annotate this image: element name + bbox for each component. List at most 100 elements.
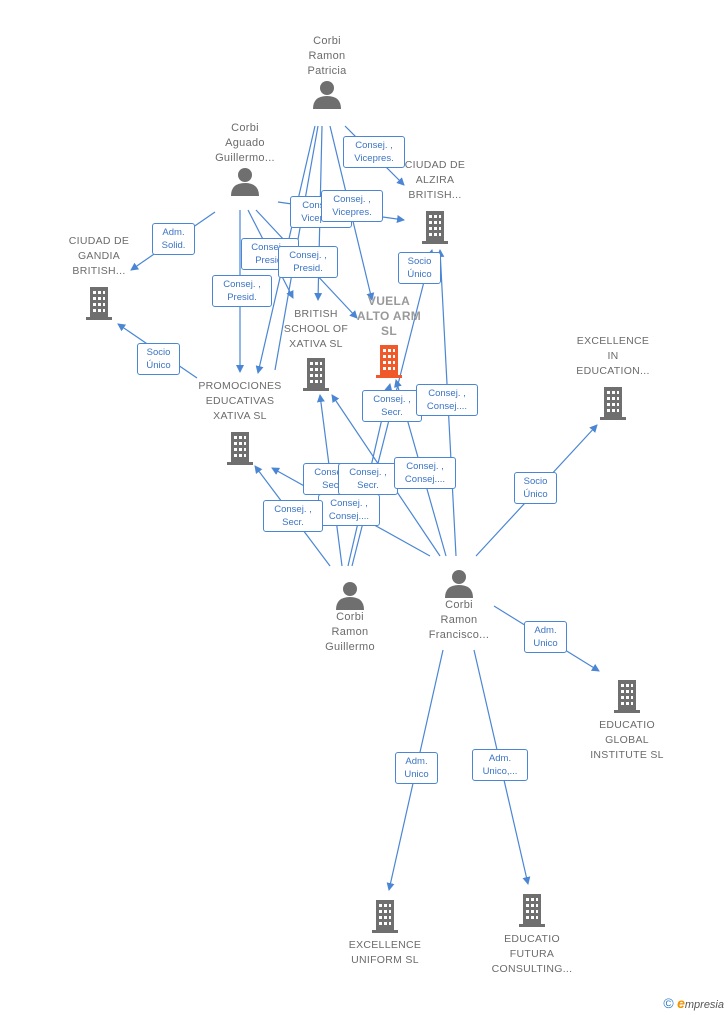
badge-line: Presid.: [293, 263, 323, 274]
badge-line: Consej. ,: [406, 461, 444, 472]
node-label: CIUDAD DE: [404, 159, 466, 171]
node-label: ALTO ARM: [356, 309, 422, 323]
badge-line: Consej. ,: [355, 140, 393, 151]
badge-line: Vicepres.: [354, 153, 394, 164]
node-label: Patricia: [307, 65, 347, 77]
node-corbi-ramon-guillermo[interactable]: Corbi Ramon Guillermo: [295, 580, 405, 655]
relation-badge[interactable]: Adm. Unico,...: [472, 749, 528, 781]
building-icon: [422, 211, 448, 244]
relation-badge[interactable]: Consej. ,Consej....: [416, 384, 478, 416]
node-label: GANDIA: [77, 250, 121, 262]
badge-line: Presid.: [255, 255, 285, 266]
badge-line: Adm.: [488, 753, 512, 764]
badge-line: Presid.: [227, 292, 257, 303]
node-label: CIUDAD DE: [68, 235, 130, 247]
node-label: EXCELLENCE: [348, 939, 422, 951]
relation-badge[interactable]: Adm.Unico: [395, 752, 438, 784]
node-excellence-uniform[interactable]: EXCELLENCE UNIFORM SL: [330, 898, 440, 968]
node-excellence-in-education[interactable]: EXCELLENCE IN EDUCATION...: [558, 334, 668, 421]
relation-badge[interactable]: Consej. ,Presid.: [212, 275, 272, 307]
node-label: Ramon: [308, 50, 346, 62]
node-label: INSTITUTE SL: [590, 749, 664, 761]
badge-line: Adm.: [162, 227, 185, 238]
node-corbi-aguado-guillermo[interactable]: Corbi Aguado Guillermo...: [190, 121, 300, 196]
badge-line: Secr.: [282, 517, 304, 528]
person-icon: [313, 81, 341, 109]
node-label: UNIFORM SL: [351, 954, 419, 966]
badge-line: Vicepres.: [332, 207, 372, 218]
badge-line: Socio: [407, 256, 432, 267]
node-ciudad-de-alzira[interactable]: CIUDAD DE ALZIRA BRITISH...: [380, 158, 490, 245]
relation-badge[interactable]: Consej. , Secr.: [263, 500, 323, 532]
badge-line: Socio: [146, 347, 171, 358]
node-promociones-educativas[interactable]: PROMOCIONES EDUCATIVAS XATIVA SL: [185, 379, 295, 466]
relation-badge[interactable]: Consej. , Consej....: [318, 494, 380, 526]
relation-badge[interactable]: Consej. , Presid.: [278, 246, 338, 278]
badge-line: Único: [407, 269, 432, 280]
badge-line: Consej. ,: [314, 467, 352, 478]
relation-badge[interactable]: Consej. , Vicepres.: [343, 136, 405, 168]
node-label: FUTURA: [509, 948, 555, 960]
person-icon: [445, 570, 473, 598]
building-icon: [303, 358, 329, 391]
node-corbi-ramon-francisco[interactable]: Corbi Ramon Francisco...: [404, 568, 514, 643]
badge-line: Secr.: [381, 407, 403, 418]
badge-line: Consej. ,: [333, 194, 371, 205]
node-label: IN: [607, 350, 619, 362]
badge-line: Consej....: [404, 474, 446, 485]
badge-line: Consej. ,: [289, 250, 327, 261]
badge-line: Unico,...: [482, 766, 518, 777]
relation-badge[interactable]: Consej. , Secr.: [338, 463, 398, 495]
building-icon: [614, 680, 640, 713]
badge-line: Unico: [533, 638, 558, 649]
node-label: SL: [381, 324, 397, 338]
building-icon: [227, 432, 253, 465]
relation-badge[interactable]: Adm. Solid.: [152, 223, 195, 255]
node-vuela-alto-arm[interactable]: VUELA ALTO ARM SL: [334, 294, 444, 379]
node-label: EXCELLENCE: [576, 335, 650, 347]
node-corbi-ramon-patricia[interactable]: Corbi Ramon Patricia: [272, 34, 382, 109]
brand-text: mpresia: [684, 999, 724, 1011]
badge-line: Consej....: [426, 401, 468, 412]
node-label: PROMOCIONES: [198, 380, 282, 392]
node-british-school-xativa[interactable]: BRITISH SCHOOL OF XATIVA SL: [261, 307, 371, 392]
node-label: BRITISH...: [408, 189, 462, 201]
node-label: BRITISH...: [72, 265, 126, 277]
node-label: EDUCATIO: [599, 719, 655, 731]
node-label: Corbi: [231, 122, 259, 134]
badge-line: Consej. ,: [349, 467, 387, 478]
badge-line: Secr.: [357, 480, 379, 491]
building-icon: [372, 900, 398, 933]
node-label: XATIVA SL: [289, 338, 343, 350]
node-label: EDUCATION...: [576, 365, 650, 377]
badge-line: Único: [146, 360, 171, 371]
relation-badge[interactable]: Adm. Unico: [524, 621, 567, 653]
node-label: Aguado: [225, 137, 265, 149]
node-label: GLOBAL: [605, 734, 649, 746]
node-label: EDUCATIO: [504, 933, 560, 945]
node-ciudad-de-gandia[interactable]: CIUDAD DE GANDIA BRITISH...: [44, 234, 154, 321]
node-label: Corbi: [445, 599, 473, 611]
node-label: Ramon: [331, 626, 369, 638]
badge-line: Consej. ,: [330, 498, 368, 509]
brand-e: e: [677, 995, 685, 1011]
badge-line: Adm.: [534, 625, 557, 636]
node-label: Guillermo: [325, 641, 375, 653]
relation-badge[interactable]: Consej. , Consej....: [394, 457, 456, 489]
badge-line: Consej....: [328, 511, 370, 522]
node-label: Ramon: [440, 614, 478, 626]
badge-line: Consej. ,: [274, 504, 312, 515]
badge-line: Adm.: [405, 756, 428, 767]
building-icon: [600, 387, 626, 420]
node-educatio-futura[interactable]: EDUCATIO FUTURA CONSULTING...: [477, 892, 587, 977]
relation-badge[interactable]: Consej. , Vicepres.: [321, 190, 383, 222]
node-label: EDUCATIVAS: [205, 395, 275, 407]
relation-badge[interactable]: Consej. ,Secr.: [362, 390, 422, 422]
badge-line: Solid.: [161, 240, 186, 251]
node-educatio-global[interactable]: EDUCATIO GLOBAL INSTITUTE SL: [572, 678, 682, 763]
badge-line: Socio: [523, 476, 548, 487]
badge-line: Único: [523, 489, 548, 500]
